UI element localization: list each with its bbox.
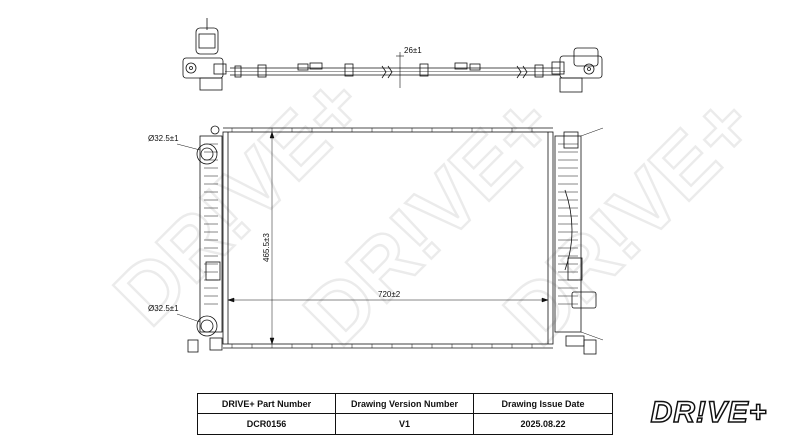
dim-lower-port: Ø32.5±1 xyxy=(148,304,179,313)
top-view xyxy=(182,18,603,93)
issue-date-value: 2025.08.22 xyxy=(520,419,566,429)
dim-width: 720±2 xyxy=(378,290,401,299)
header-part-number: DRIVE+ Part Number xyxy=(198,394,336,414)
dim-height: 465.5±3 xyxy=(262,233,271,262)
header-issue-date: Drawing Issue Date xyxy=(474,394,612,414)
title-block: DRIVE+ Part Number Drawing Version Numbe… xyxy=(197,393,613,435)
dim-top-clearance: 26±1 xyxy=(404,46,422,55)
part-number-value: DCR0156 xyxy=(198,414,336,434)
version-number-value: V1 xyxy=(336,414,474,434)
dimension-lines xyxy=(176,131,549,345)
front-view xyxy=(187,125,604,355)
watermark-group: DR!VE+ DR!VE+ DR!VE+ xyxy=(95,56,773,364)
dim-upper-port: Ø32.5±1 xyxy=(148,134,179,143)
header-version-number: Drawing Version Number xyxy=(336,394,474,414)
brand-logo: DR!VE+ xyxy=(650,395,768,430)
